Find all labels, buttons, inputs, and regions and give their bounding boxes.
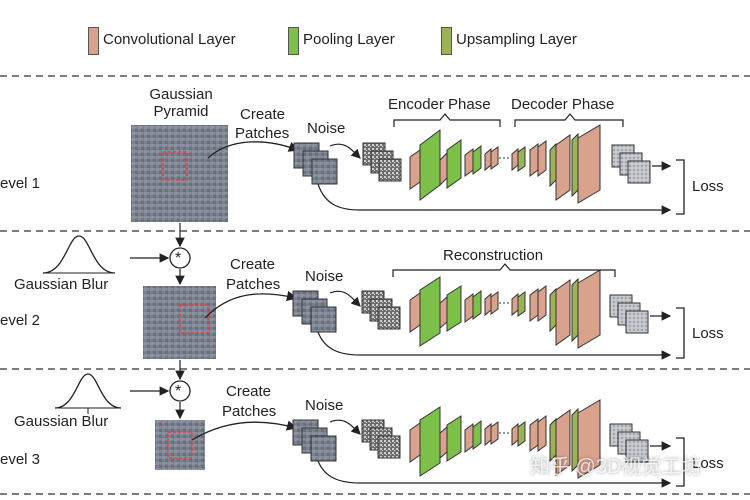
level3-noise-arrow xyxy=(329,419,361,435)
reconstruction-brace xyxy=(392,263,616,277)
loss-label-1: Loss xyxy=(692,178,724,195)
level3-skip-arrow xyxy=(317,460,672,488)
level1-roi xyxy=(162,151,188,181)
level3-loss-bracket xyxy=(676,437,685,487)
gaussian-curve-1 xyxy=(42,235,116,274)
patches-label-3: Patches xyxy=(222,403,277,420)
level1-network xyxy=(409,124,601,204)
legend-conv-label: Convolutional Layer xyxy=(103,31,236,48)
create-label-1: Create xyxy=(240,106,286,123)
level2-network xyxy=(409,269,601,349)
level3-roi xyxy=(167,431,193,459)
level1-noisy-patches xyxy=(362,142,402,182)
encoder-phase-label: Encoder Phase xyxy=(388,96,491,113)
convolve-symbol-1: * xyxy=(175,250,182,267)
level1-skip-arrow xyxy=(317,183,672,215)
level1-patches xyxy=(293,142,338,185)
level3-output-patches xyxy=(609,423,649,463)
level3-image xyxy=(155,420,205,470)
legend-pool-swatch xyxy=(288,27,299,55)
noise-label-1: Noise xyxy=(307,120,346,137)
legend-pool-label: Pooling Layer xyxy=(303,31,395,48)
convolve-symbol-2: * xyxy=(175,383,182,400)
level2-patches xyxy=(292,290,337,333)
patches-label-1: Patches xyxy=(235,125,290,142)
level2-noise-arrow xyxy=(329,290,361,307)
level1-label: evel 1 xyxy=(0,175,41,192)
level1-loss-bracket xyxy=(676,159,685,215)
level3-patch-arrow xyxy=(191,420,298,441)
loss-label-2: Loss xyxy=(692,325,724,342)
decoder-brace xyxy=(514,113,624,127)
level1-output-patches xyxy=(611,144,651,184)
convolve-node-1 xyxy=(169,247,191,269)
legend-conv-swatch xyxy=(88,27,99,55)
legend-upsample-label: Upsampling Layer xyxy=(456,31,577,48)
loss-label-3: Loss xyxy=(692,455,724,472)
level2-skip-arrow xyxy=(317,331,672,360)
noise-label-3: Noise xyxy=(305,397,344,414)
gaussian-blur-label-1: Gaussian Blur xyxy=(14,276,109,293)
level3-label: evel 3 xyxy=(0,451,41,468)
level3-patches xyxy=(292,419,337,462)
level1-noise-arrow xyxy=(329,143,361,159)
gaussian-curve-2 xyxy=(54,373,122,409)
reconstruction-label: Reconstruction xyxy=(443,247,544,264)
level2-roi xyxy=(179,304,209,334)
noise-label-2: Noise xyxy=(305,268,344,285)
level2-noisy-patches xyxy=(361,290,401,330)
create-label-2: Create xyxy=(230,256,276,273)
level1-patch-arrow xyxy=(207,141,300,159)
level2-patch-arrow xyxy=(204,290,298,319)
gaussian-pyramid-label-2: Pyramid xyxy=(153,103,209,120)
encoder-brace xyxy=(393,113,501,127)
level2-loss-bracket xyxy=(676,307,685,359)
gaussian-blur-label-2: Gaussian Blur xyxy=(14,413,109,430)
level3-noisy-patches xyxy=(361,419,401,459)
patches-label-2: Patches xyxy=(226,276,281,293)
gaussian-pyramid-label-1: Gaussian xyxy=(149,86,213,103)
level2-output-patches xyxy=(609,294,649,334)
decoder-phase-label: Decoder Phase xyxy=(511,96,615,113)
level3-network xyxy=(409,399,601,479)
level1-image xyxy=(131,125,228,222)
legend-upsample-swatch xyxy=(441,27,452,55)
create-label-3: Create xyxy=(226,383,272,400)
level2-label: evel 2 xyxy=(0,312,41,329)
level2-image xyxy=(143,286,216,359)
convolve-node-2 xyxy=(169,380,191,402)
watermark: 知乎 @3D视觉工坊 xyxy=(530,456,702,478)
